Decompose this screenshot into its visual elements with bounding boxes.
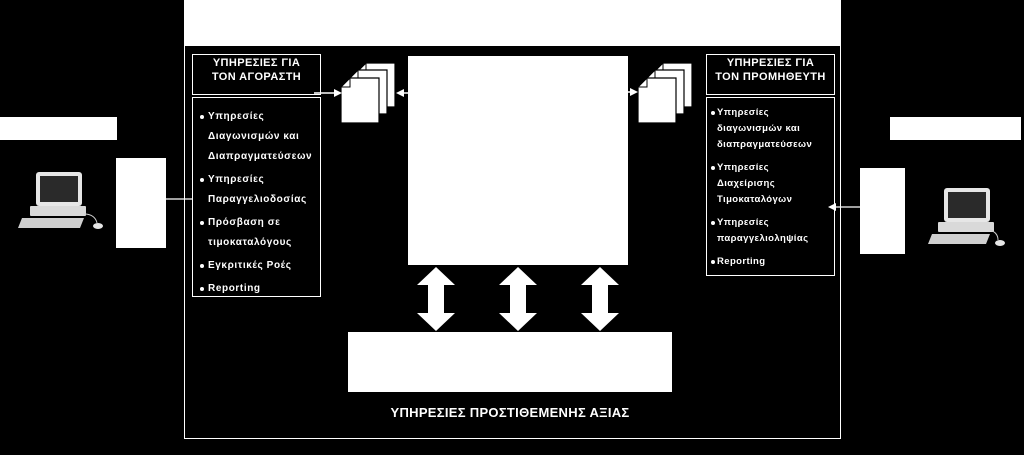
buyer-panel-title-line: ΤΟΝ ΑΓΟΡΑΣΤΗ [211, 71, 302, 83]
buyer-panel-title: ΥΠΗΡΕΣΙΕΣ ΓΙΑ ΤΟΝ ΑΓΟΡΑΣΤΗ [192, 54, 321, 95]
list-item-text: παραγγελιοληψίας [717, 233, 809, 244]
list-item-text: Reporting [208, 283, 261, 294]
list-item: Υπηρεσίες Διαγωνισμών και Διαπραγματεύσε… [193, 107, 320, 167]
computer-case [938, 222, 994, 232]
list-item-text: Υπηρεσίες [717, 162, 769, 173]
supplier-label-box [890, 117, 1021, 140]
list-item-text: Υπηρεσίες [717, 217, 769, 228]
list-item: Υπηρεσίες διαγωνισμών και διαπραγματεύσε… [707, 105, 834, 153]
bullet-icon [711, 260, 715, 264]
value-added-services-label: ΥΠΗΡΕΣΙΕΣ ΠΡΟΣΤΙΘΕΜΕΝΗΣ ΑΞΙΑΣ [390, 405, 630, 420]
keyboard [928, 234, 990, 244]
list-item-text: διαγωνισμών και [717, 123, 801, 134]
list-item-text: Πρόσβαση σε [208, 217, 281, 228]
bullet-icon [200, 221, 204, 225]
monitor-screen [948, 192, 986, 218]
platform-frame [184, 0, 841, 439]
platform-header-box [185, 1, 840, 46]
supplier-panel-title-line: ΤΟΝ ΠΡΟΜΗΘΕΥΤΗ [715, 71, 826, 83]
list-item-text: Διαπραγματεύσεων [208, 151, 313, 162]
value-added-services-box [348, 332, 672, 392]
list-item-text: Διαχείρισης [717, 178, 776, 189]
list-item-text: Υπηρεσίες [208, 174, 265, 185]
list-item: Υπηρεσίες Διαχείρισης Τιμοκαταλόγων [707, 160, 834, 208]
buyer-services-list: Υπηρεσίες Διαγωνισμών και Διαπραγματεύσε… [192, 97, 321, 297]
buyer-panel-title-line: ΥΠΗΡΕΣΙΕΣ ΓΙΑ [212, 57, 301, 69]
list-item: Πρόσβαση σε τιμοκαταλόγους [193, 213, 320, 253]
supplier-panel-title-line: ΥΠΗΡΕΣΙΕΣ ΓΙΑ [726, 57, 815, 69]
list-item: Reporting [707, 254, 834, 270]
supplier-system-box [860, 168, 905, 254]
mouse-cable [83, 213, 98, 224]
list-item-text: Διαγωνισμών και [208, 131, 300, 142]
bullet-icon [200, 178, 204, 182]
core-platform-box [408, 56, 628, 265]
buyer-label-box [0, 117, 117, 140]
list-item-text: Υπηρεσίες [717, 107, 769, 118]
keyboard [18, 218, 84, 228]
monitor-screen [40, 176, 78, 202]
bullet-icon [200, 287, 204, 291]
monitor [944, 188, 990, 222]
computer-case [30, 206, 86, 216]
list-item-text: διαπραγματεύσεων [717, 139, 813, 150]
monitor [36, 172, 82, 206]
computer-icon [18, 172, 103, 229]
list-item-text: Υπηρεσίες [208, 111, 265, 122]
bullet-icon [711, 166, 715, 170]
list-item-text: Reporting [717, 256, 766, 267]
list-item: Εγκριτικές Ροές [193, 256, 320, 276]
bullet-icon [711, 221, 715, 225]
mouse [995, 240, 1005, 246]
bullet-icon [200, 115, 204, 119]
computer-icon [928, 188, 1005, 246]
mouse-cable [989, 229, 999, 241]
list-item: Reporting [193, 279, 320, 299]
supplier-services-list: Υπηρεσίες διαγωνισμών και διαπραγματεύσε… [706, 97, 835, 276]
list-item-text: Εγκριτικές Ροές [208, 260, 292, 271]
supplier-panel-title: ΥΠΗΡΕΣΙΕΣ ΓΙΑ ΤΟΝ ΠΡΟΜΗΘΕΥΤΗ [706, 54, 835, 95]
buyer-system-box [116, 158, 166, 248]
mouse [93, 223, 103, 229]
list-item: Υπηρεσίες παραγγελιοληψίας [707, 215, 834, 247]
list-item-text: τιμοκαταλόγους [208, 237, 292, 248]
list-item-text: Τιμοκαταλόγων [717, 194, 793, 205]
bullet-icon [200, 264, 204, 268]
list-item-text: Παραγγελιοδοσίας [208, 194, 307, 205]
bullet-icon [711, 111, 715, 115]
list-item: Υπηρεσίες Παραγγελιοδοσίας [193, 170, 320, 210]
